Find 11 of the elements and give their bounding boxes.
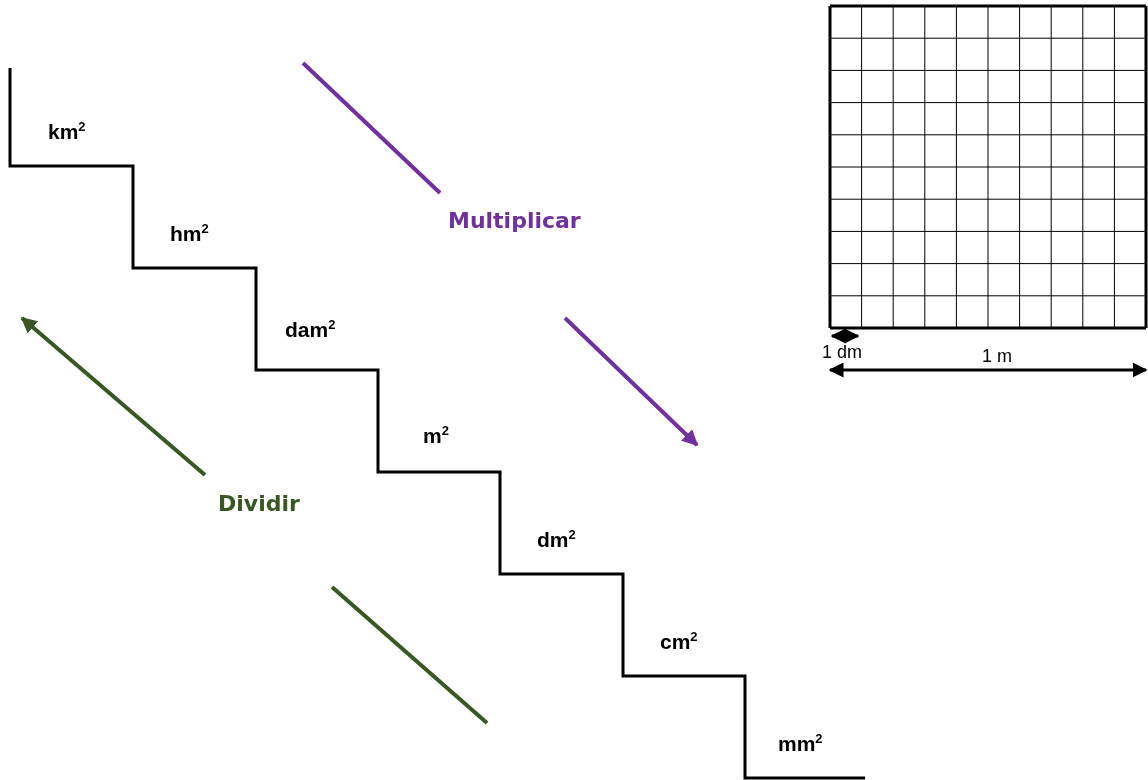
unit-label: mm$^{2}$ bbox=[778, 732, 823, 756]
dimension-label: 1 dm bbox=[822, 343, 863, 363]
operation-label: Multiplicar bbox=[448, 209, 581, 234]
unit-label: km$^{2}$ bbox=[48, 120, 86, 144]
unit-label: cm$^{2}$ bbox=[660, 630, 698, 654]
unit-label: m$^{2}$ bbox=[423, 424, 449, 448]
unit-label: dam$^{2}$ bbox=[285, 318, 336, 342]
operation-label: Dividir bbox=[218, 492, 300, 517]
unit-label: dm$^{2}$ bbox=[537, 528, 576, 552]
unit-label: hm$^{2}$ bbox=[170, 222, 209, 246]
dimension-label: 1 m bbox=[982, 347, 1012, 367]
